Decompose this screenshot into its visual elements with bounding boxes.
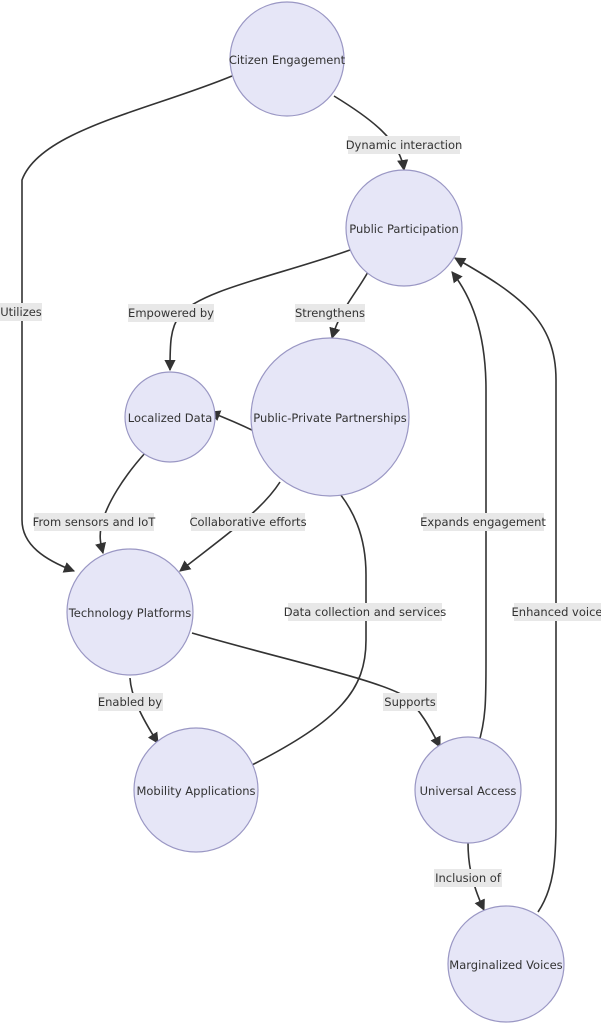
node-public-participation[interactable]: Public Participation — [345, 169, 463, 287]
svg-text:From sensors and IoT: From sensors and IoT — [33, 515, 157, 529]
node-localized-data[interactable]: Localized Data — [124, 371, 216, 463]
node-public-private-partnerships[interactable]: Public-Private Partnerships — [250, 337, 410, 497]
svg-text:Dynamic interaction: Dynamic interaction — [346, 138, 463, 152]
edge-label-from-sensors-and-iot: From sensors and IoT — [33, 513, 157, 531]
edge-citizen-to-public — [333, 95, 409, 172]
svg-text:Expands engagement: Expands engagement — [420, 515, 546, 529]
svg-text:Inclusion of: Inclusion of — [435, 871, 502, 885]
edge-label-strengthens: Strengthens — [295, 304, 365, 322]
svg-text:Localized Data: Localized Data — [128, 411, 213, 425]
node-universal-access[interactable]: Universal Access — [414, 736, 522, 844]
node-technology-platforms[interactable]: Technology Platforms — [66, 548, 194, 676]
edge-marginalized-to-public — [454, 257, 557, 913]
svg-text:Technology Platforms: Technology Platforms — [68, 606, 192, 620]
node-citizen-engagement[interactable]: Citizen Engagement — [229, 1, 346, 117]
svg-text:Public-Private Partnerships: Public-Private Partnerships — [253, 411, 407, 425]
svg-text:Enabled by: Enabled by — [98, 695, 162, 709]
edge-citizen-to-tech — [21, 75, 233, 573]
svg-text:Public Participation: Public Participation — [349, 222, 458, 236]
edge-label-utilizes: Utilizes — [0, 303, 42, 321]
svg-text:Collaborative efforts: Collaborative efforts — [189, 515, 306, 529]
edge-label-inclusion-of: Inclusion of — [434, 869, 502, 887]
svg-text:Marginalized Voices: Marginalized Voices — [449, 958, 562, 972]
edge-label-dynamic-interaction: Dynamic interaction — [346, 136, 463, 154]
edge-tech-to-universal — [191, 632, 441, 749]
svg-text:Empowered by: Empowered by — [128, 306, 214, 320]
node-mobility-applications[interactable]: Mobility Applications — [133, 727, 259, 853]
edge-label-enhanced-voice: Enhanced voice — [512, 603, 601, 621]
svg-text:Citizen Engagement: Citizen Engagement — [229, 53, 346, 67]
svg-text:Data collection and services: Data collection and services — [284, 605, 446, 619]
edge-label-collaborative-efforts: Collaborative efforts — [189, 513, 307, 531]
edge-universal-to-public — [451, 271, 487, 746]
svg-text:Strengthens: Strengthens — [295, 306, 365, 320]
edge-label-enabled-by: Enabled by — [98, 693, 163, 711]
edge-localized-to-tech — [95, 451, 147, 555]
edge-label-data-collection-and-services: Data collection and services — [284, 603, 446, 621]
edge-public-to-ppp — [329, 271, 369, 340]
svg-text:Universal Access: Universal Access — [420, 784, 517, 798]
edge-label-supports: Supports — [383, 693, 437, 711]
svg-text:Utilizes: Utilizes — [0, 305, 42, 319]
edge-label-empowered-by: Empowered by — [128, 304, 214, 322]
node-marginalized-voices[interactable]: Marginalized Voices — [447, 905, 565, 1023]
svg-text:Supports: Supports — [384, 695, 435, 709]
edge-label-expands-engagement: Expands engagement — [420, 513, 546, 531]
svg-text:Enhanced voice: Enhanced voice — [512, 605, 601, 619]
svg-text:Mobility Applications: Mobility Applications — [136, 784, 255, 798]
